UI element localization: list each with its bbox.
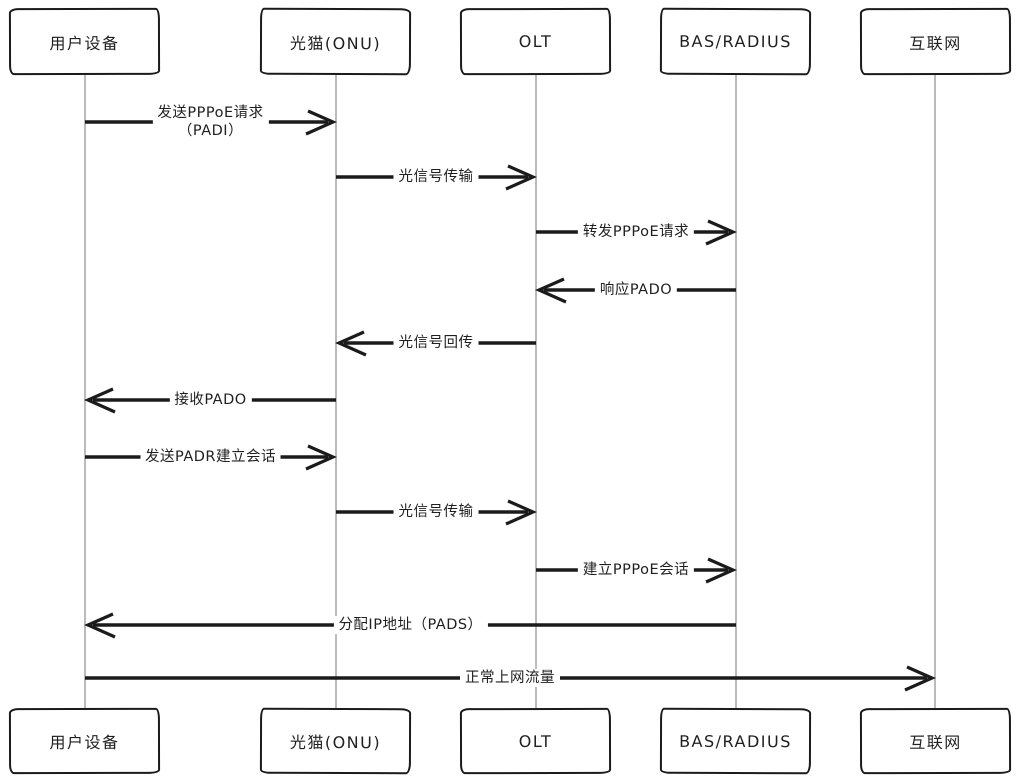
message-label: 发送PADR建立会话 bbox=[140, 448, 281, 466]
message-arrowhead bbox=[335, 330, 367, 357]
message-label-line: 发送PPPoE请求 bbox=[157, 105, 264, 121]
message-label: 光信号回传 bbox=[393, 334, 479, 352]
message-label-line: （PADI） bbox=[177, 123, 244, 139]
message-label: 发送PPPoE请求 （PADI） bbox=[152, 104, 269, 140]
message-arrowhead bbox=[904, 665, 936, 692]
message-label-line: 分配IP地址（PADS） bbox=[338, 617, 483, 633]
message-arrowhead bbox=[705, 219, 737, 246]
message-label-line: 正常上网流量 bbox=[465, 670, 555, 686]
message-label: 光信号传输 bbox=[393, 168, 479, 186]
message-label: 响应PADO bbox=[594, 281, 678, 299]
message-label: 建立PPPoE会话 bbox=[577, 561, 695, 579]
message-label: 正常上网流量 bbox=[460, 669, 560, 687]
message-arrowhead bbox=[305, 444, 337, 471]
message-arrowhead bbox=[505, 499, 537, 526]
message-arrowhead bbox=[505, 164, 537, 191]
message-arrowhead bbox=[535, 277, 567, 304]
message-label-line: 光信号传输 bbox=[398, 169, 474, 185]
message-label-line: 发送PADR建立会话 bbox=[145, 449, 276, 465]
message-arrowhead bbox=[705, 557, 737, 584]
message-arrowhead bbox=[305, 109, 337, 136]
message-label: 光信号传输 bbox=[393, 503, 479, 521]
message-arrowhead bbox=[84, 387, 116, 414]
message-label-line: 光信号传输 bbox=[398, 504, 474, 520]
message-label-line: 响应PADO bbox=[599, 282, 673, 298]
message-label: 分配IP地址（PADS） bbox=[333, 616, 488, 634]
message-label-line: 光信号回传 bbox=[398, 335, 474, 351]
message-label-line: 转发PPPoE请求 bbox=[582, 224, 690, 240]
message-arrowhead bbox=[84, 612, 116, 639]
message-label: 转发PPPoE请求 bbox=[577, 223, 695, 241]
message-label-line: 建立PPPoE会话 bbox=[582, 562, 690, 578]
message-label: 接收PADO bbox=[169, 391, 252, 409]
message-label-line: 接收PADO bbox=[174, 392, 247, 408]
